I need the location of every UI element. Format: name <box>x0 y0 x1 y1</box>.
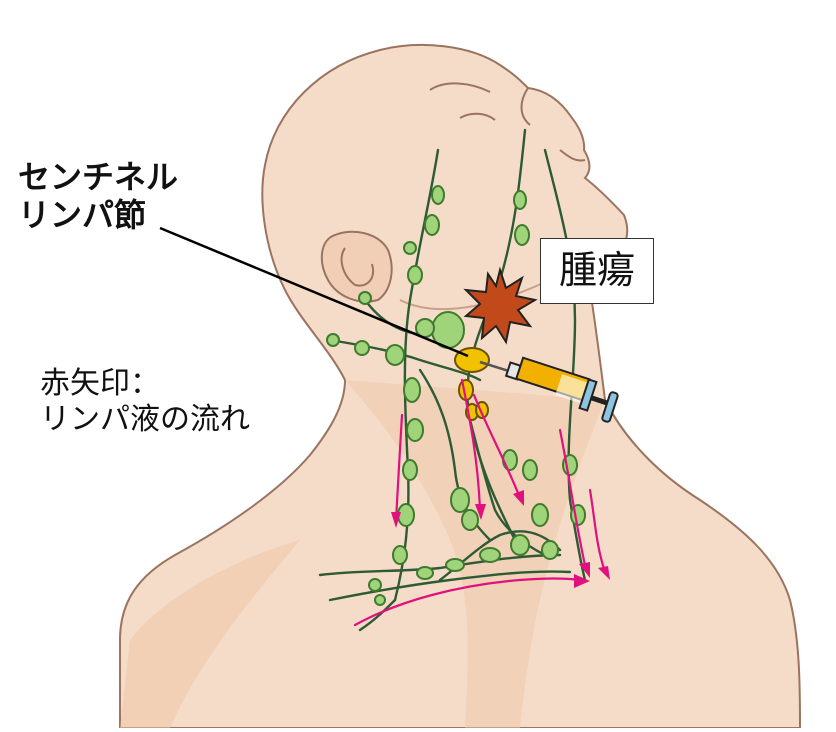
lymph-node <box>402 459 418 481</box>
lymph-node <box>354 340 370 356</box>
flow-arrow-icon <box>588 488 607 574</box>
sentinel-label-line2: リンパ節 <box>18 196 147 235</box>
eye <box>459 112 496 121</box>
lymph-node <box>406 418 424 442</box>
lymph-node <box>531 503 549 527</box>
lymph-node <box>479 547 501 563</box>
flow-arrow-icon <box>460 378 482 512</box>
flow-arrow-icon <box>394 413 404 522</box>
flow-arrow-icon <box>353 577 582 627</box>
sentinel-label-line1: センチネル <box>18 158 179 196</box>
lymph-node <box>461 509 479 531</box>
syringe-icon <box>479 356 619 423</box>
lymph-node <box>424 214 440 236</box>
lymph-node <box>392 545 408 565</box>
lymph-node <box>403 241 417 255</box>
lymph-node <box>514 224 530 246</box>
lymph-node <box>513 190 527 210</box>
tumor-label: 腫瘍 <box>540 238 654 304</box>
sentinel-pointer-line <box>159 226 469 358</box>
shoulder-shadow-left <box>120 540 300 728</box>
ear <box>320 230 393 303</box>
lymph-node <box>403 377 421 403</box>
flow-arrow-icon <box>472 393 522 500</box>
lymph-nodes <box>326 185 586 606</box>
sentinel-node-label: センチネル リンパ節 <box>18 158 178 235</box>
lymph-node <box>450 487 470 513</box>
lymph-node <box>368 578 382 592</box>
lymph-node <box>416 566 434 580</box>
flow-arrows <box>353 378 610 627</box>
lymph-node <box>522 459 538 481</box>
flow-legend-line2: リンパ液の流れ <box>40 402 250 437</box>
mouth <box>559 149 586 162</box>
lymph-node <box>407 265 423 285</box>
lymph-node <box>374 594 386 606</box>
lymph-node <box>326 333 340 347</box>
nose-line <box>520 87 531 126</box>
lymph-node <box>385 344 405 366</box>
jaw-line <box>399 274 561 311</box>
ear-inner <box>340 247 374 287</box>
lymph-node <box>445 558 465 572</box>
lymph-node <box>358 291 372 305</box>
lymph-node <box>541 540 559 560</box>
flow-arrow-icon <box>558 428 588 572</box>
tumor-label-text: 腫瘍 <box>558 248 635 293</box>
lymph-node <box>397 503 415 527</box>
neck-shadow <box>345 380 605 728</box>
flow-legend-line1: 赤矢印： <box>40 366 160 401</box>
flow-legend-label: 赤矢印： リンパ液の流れ <box>40 366 250 438</box>
lymph-node <box>502 449 518 471</box>
eye-brow <box>429 82 491 93</box>
lymph-node <box>431 185 445 205</box>
lymph-node <box>510 534 530 556</box>
tumor-star-icon <box>463 266 538 345</box>
